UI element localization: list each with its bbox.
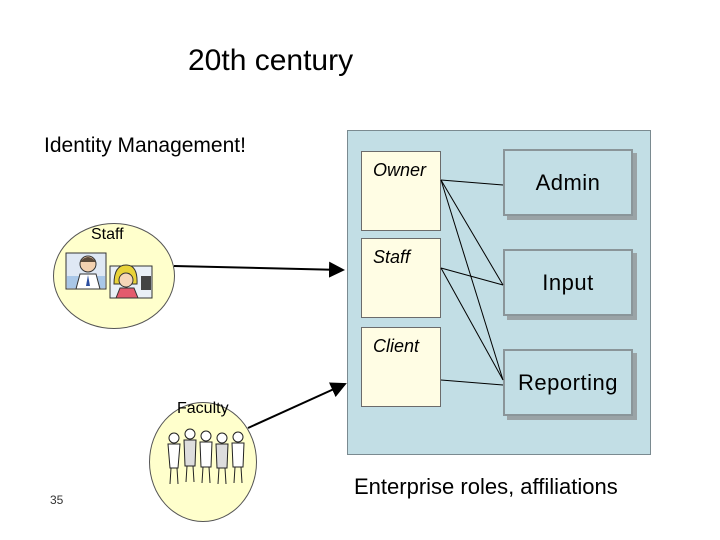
permission-label-admin: Admin: [535, 169, 601, 195]
arrow-faculty-to-role: [247, 382, 347, 429]
arrow-staff-to-role: [173, 261, 345, 278]
link-staff-input: [440, 267, 504, 286]
role-box-client: Client: [361, 327, 441, 407]
page-number: 35: [50, 493, 64, 507]
role-label-owner: Owner: [373, 160, 427, 180]
link-client-reporting: [440, 379, 504, 386]
slide-title: 20th century: [188, 44, 354, 77]
link-owner-admin: [440, 179, 504, 186]
role-box-staff: Staff: [361, 238, 441, 318]
staff-group-label: Staff: [91, 226, 124, 243]
permission-box-input: Input: [503, 249, 633, 316]
subtitle: Identity Management!: [44, 134, 246, 157]
permission-label-input: Input: [542, 269, 594, 295]
role-box-owner: Owner: [361, 151, 441, 231]
faculty-group-label: Faculty: [177, 400, 229, 417]
permission-box-admin: Admin: [503, 149, 633, 216]
permission-box-reporting: Reporting: [503, 349, 633, 416]
permission-label-reporting: Reporting: [518, 369, 618, 395]
link-owner-reporting: [440, 179, 504, 381]
role-label-staff: Staff: [373, 247, 411, 267]
faculty-group-illustration: [167, 428, 245, 485]
system-panel: Owner Staff Client Admin Input Reporting: [347, 130, 651, 455]
role-label-client: Client: [373, 336, 420, 356]
office-worker-man-illustration: [65, 252, 107, 290]
caption: Enterprise roles, affiliations: [354, 474, 618, 499]
link-staff-reporting: [440, 267, 504, 381]
link-owner-input: [440, 179, 504, 286]
office-worker-woman-illustration: [109, 264, 153, 299]
